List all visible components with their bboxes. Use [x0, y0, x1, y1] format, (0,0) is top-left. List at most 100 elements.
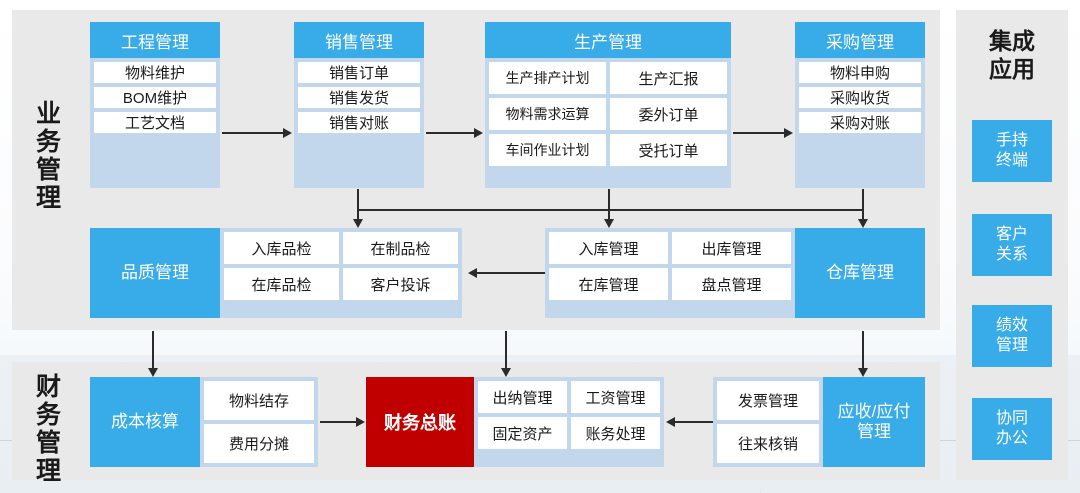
card-purchasing-title: 采购管理 — [795, 22, 925, 58]
table-row: 在库管理 盘点管理 — [549, 268, 791, 300]
arrow-down-icon — [858, 219, 868, 228]
connector-line — [152, 331, 154, 371]
card-purchasing-items: 物料申购 采购收货 采购对账 — [795, 58, 925, 137]
arrow-right-icon — [283, 128, 292, 138]
connector-line — [608, 189, 610, 221]
card-warehouse-title: 仓库管理 — [795, 228, 925, 318]
integration-button-oa[interactable]: 协同 办公 — [972, 398, 1052, 460]
card-cost-accounting[interactable]: 成本核算 物料结存 费用分摊 — [90, 377, 318, 467]
integration-button-performance-line1: 绩效 — [995, 317, 1028, 334]
table-row: 固定资产 账务处理 — [478, 417, 660, 449]
list-item[interactable]: 工艺文档 — [94, 112, 216, 133]
integration-button-crm[interactable]: 客户 关系 — [972, 214, 1052, 276]
connector-line — [426, 132, 475, 134]
connector-line — [675, 421, 713, 423]
integration-title-line2: 应用 — [989, 55, 1035, 82]
table-row: 车间作业计划 受托订单 — [489, 134, 727, 166]
table-row: 入库管理 出库管理 — [549, 232, 791, 264]
connector-line — [505, 331, 507, 371]
connector-line — [357, 189, 359, 221]
card-ledger-details[interactable]: 出纳管理 工资管理 固定资产 账务处理 — [474, 377, 664, 467]
card-warehouse-items: 入库管理 出库管理 在库管理 盘点管理 — [545, 228, 795, 318]
arrow-down-icon — [858, 368, 868, 377]
arrow-right-icon — [784, 128, 793, 138]
card-engineering-items: 物料维护 BOM维护 工艺文档 — [90, 58, 220, 137]
connector-line — [733, 132, 785, 134]
integration-title-line1: 集成 — [989, 28, 1035, 54]
list-item[interactable]: 销售订单 — [298, 62, 420, 83]
card-warehouse[interactable]: 入库管理 出库管理 在库管理 盘点管理 仓库管理 — [545, 228, 925, 318]
list-item[interactable]: 入库品检 — [224, 232, 339, 264]
list-item[interactable]: 费用分摊 — [204, 424, 314, 463]
list-item[interactable]: 在库品检 — [224, 268, 339, 300]
arrow-down-icon — [148, 368, 158, 377]
list-item[interactable]: 盘点管理 — [672, 268, 791, 300]
arrow-down-icon — [501, 368, 511, 377]
list-item[interactable]: 固定资产 — [478, 417, 567, 449]
integration-panel-title: 集成 应用 — [956, 28, 1068, 83]
list-item[interactable]: 物料需求运算 — [489, 98, 606, 130]
list-item[interactable]: 生产汇报 — [610, 62, 727, 94]
card-engineering-title: 工程管理 — [90, 22, 220, 58]
integration-button-crm-line2: 关系 — [995, 246, 1028, 263]
list-item[interactable]: 工资管理 — [571, 381, 660, 413]
card-sales-items: 销售订单 销售发货 销售对账 — [294, 58, 424, 137]
card-quality-title: 品质管理 — [90, 228, 220, 318]
list-item[interactable]: 生产排产计划 — [489, 62, 606, 94]
business-panel-label: 业务管理 — [35, 100, 62, 212]
card-quality[interactable]: 品质管理 入库品检 在制品检 在库品检 客户投诉 — [90, 228, 462, 318]
card-general-ledger[interactable]: 财务总账 — [366, 377, 474, 467]
integration-button-performance-line2: 管理 — [995, 337, 1028, 354]
list-item[interactable]: 车间作业计划 — [489, 134, 606, 166]
card-sales[interactable]: 销售管理 销售订单 销售发货 销售对账 — [294, 22, 424, 188]
list-item[interactable]: 入库管理 — [549, 232, 668, 264]
list-item[interactable]: 受托订单 — [610, 134, 727, 166]
integration-button-oa-line1: 协同 — [995, 410, 1028, 427]
card-production-title: 生产管理 — [485, 22, 731, 58]
connector-line — [320, 421, 358, 423]
list-item[interactable]: 销售对账 — [298, 112, 420, 133]
connector-line — [477, 272, 545, 274]
card-sales-title: 销售管理 — [294, 22, 424, 58]
card-receivable-payable-items: 发票管理 往来核销 — [713, 377, 823, 467]
card-purchasing[interactable]: 采购管理 物料申购 采购收货 采购对账 — [795, 22, 925, 188]
integration-button-performance[interactable]: 绩效 管理 — [972, 305, 1052, 367]
arrow-right-icon — [474, 128, 483, 138]
list-item[interactable]: 账务处理 — [571, 417, 660, 449]
list-item[interactable]: 客户投诉 — [343, 268, 458, 300]
list-item[interactable]: 委外订单 — [610, 98, 727, 130]
arrow-down-icon — [353, 219, 363, 228]
card-production-items: 生产排产计划 生产汇报 物料需求运算 委外订单 车间作业计划 受托订单 — [485, 58, 731, 170]
list-item[interactable]: 销售发货 — [298, 87, 420, 108]
table-row: 在库品检 客户投诉 — [224, 268, 458, 300]
list-item[interactable]: 发票管理 — [717, 381, 819, 420]
integration-button-handheld-line1: 手持 — [995, 132, 1028, 149]
list-item[interactable]: BOM维护 — [94, 87, 216, 108]
integration-button-handheld[interactable]: 手持 终端 — [972, 120, 1052, 182]
card-receivable-payable[interactable]: 发票管理 往来核销 应收/应付 管理 — [713, 377, 925, 467]
card-engineering[interactable]: 工程管理 物料维护 BOM维护 工艺文档 — [90, 22, 220, 188]
list-item[interactable]: 在库管理 — [549, 268, 668, 300]
arrow-left-icon — [468, 268, 477, 278]
card-cost-accounting-title: 成本核算 — [90, 377, 200, 467]
table-row: 物料需求运算 委外订单 — [489, 98, 727, 130]
list-item[interactable]: 物料申购 — [799, 62, 921, 83]
card-receivable-payable-title: 应收/应付 管理 — [823, 377, 925, 467]
connector-line — [862, 189, 864, 221]
list-item[interactable]: 出库管理 — [672, 232, 791, 264]
table-row: 入库品检 在制品检 — [224, 232, 458, 264]
connector-line — [222, 132, 284, 134]
card-production[interactable]: 生产管理 生产排产计划 生产汇报 物料需求运算 委外订单 车间作业计划 受托订单 — [485, 22, 731, 188]
card-receivable-payable-title-line2: 管理 — [857, 422, 891, 441]
list-item[interactable]: 出纳管理 — [478, 381, 567, 413]
list-item[interactable]: 采购对账 — [799, 112, 921, 133]
arrow-right-icon — [356, 417, 365, 427]
integration-button-oa-line2: 办公 — [995, 430, 1028, 447]
list-item[interactable]: 往来核销 — [717, 424, 819, 463]
list-item[interactable]: 物料结存 — [204, 381, 314, 420]
connector-line — [862, 331, 864, 371]
connector-bus-line — [357, 209, 863, 211]
list-item[interactable]: 在制品检 — [343, 232, 458, 264]
list-item[interactable]: 采购收货 — [799, 87, 921, 108]
list-item[interactable]: 物料维护 — [94, 62, 216, 83]
